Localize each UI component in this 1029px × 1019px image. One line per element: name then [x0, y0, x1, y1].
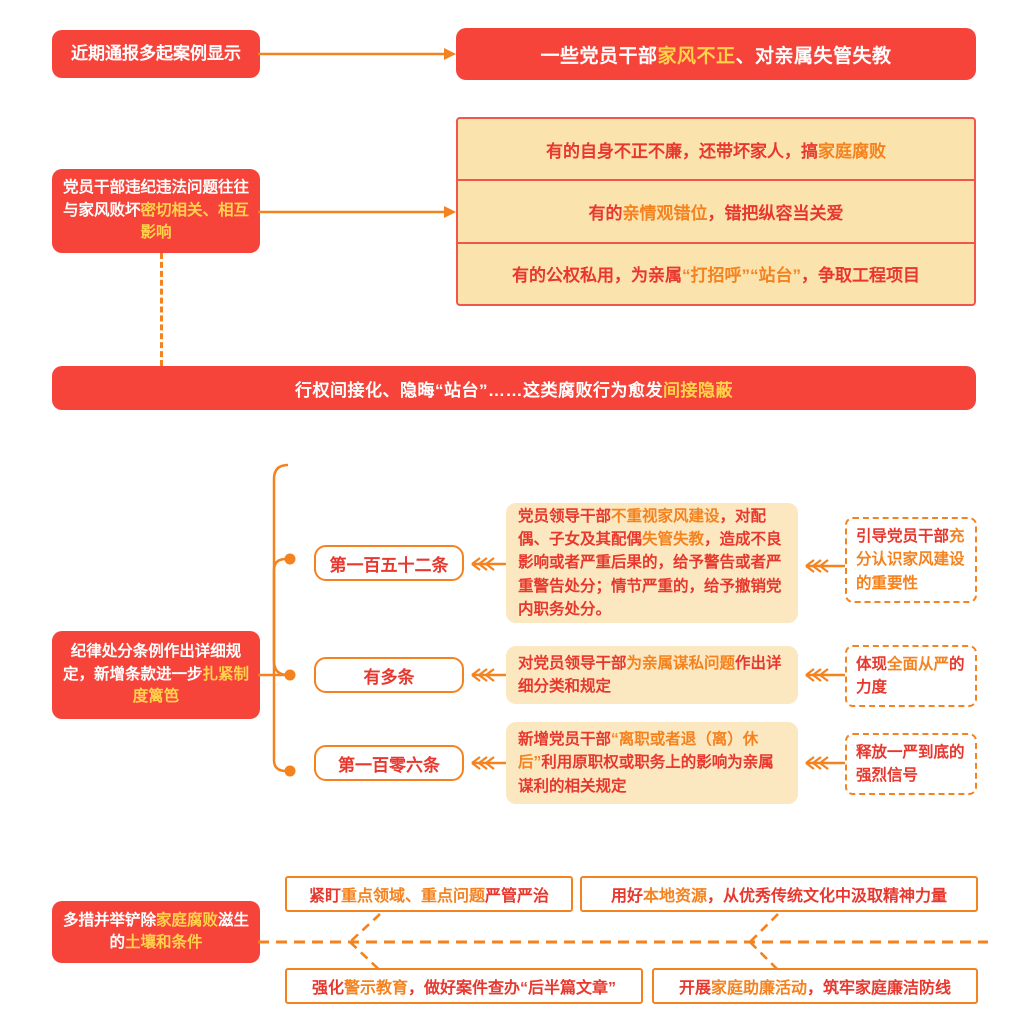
measures-root-hl2: 土壤和条件: [125, 934, 203, 951]
content-seg-hl: 不重视家风建设: [611, 507, 720, 525]
row-pre: 有的公权私用，为亲属: [512, 266, 682, 286]
cause-box: 党员干部违纪违法问题往往与家风败坏密切相关、相互影响: [52, 169, 260, 253]
branch-dot-icon: [284, 765, 296, 777]
measure-post: ，从优秀传统文化中汲取精神力量: [707, 888, 948, 905]
article-label: 第一百零六条: [338, 755, 440, 775]
measure-hl: 重点领域、重点问题: [340, 888, 485, 905]
article-box-1: 第一百五十二条: [314, 545, 464, 581]
measures-root-pre: 多措并举铲除: [62, 911, 156, 929]
row-highlight: 家庭腐败: [818, 141, 886, 161]
headline-post: 、对亲属失管失教: [735, 45, 892, 67]
row-highlight: 亲情观错位: [622, 203, 708, 223]
arrow-cause-to-table: [258, 202, 458, 222]
outcome-seg: 引导党员干部: [856, 528, 950, 546]
headline-highlight: 家风不正: [657, 45, 736, 67]
measure-pre: 强化: [311, 980, 344, 997]
regulation-content-1: 党员领导干部不重视家风建设，对配偶、子女及其配偶失管失教，造成不良影响或者严重后…: [506, 503, 798, 623]
content-seg: 新增党员干部: [518, 731, 612, 749]
outcome-seg-hl: 全面从严: [887, 655, 950, 673]
content-seg-hl: 为亲属谋私问题: [626, 654, 736, 672]
content-seg: 作出详细分类和规定: [518, 654, 782, 695]
arrow-outcome-to-content-3: [798, 754, 850, 772]
outcome-seg: 体现: [856, 655, 888, 673]
content-seg: 利用原职权或职务上的影响为亲属谋利的相关规定: [518, 754, 774, 795]
summary-pre: 行权间接化、隐晦“站台”……这类腐败行为愈发: [295, 380, 663, 400]
arrow-outcome-to-content-1: [798, 557, 850, 575]
regulation-root-pre: 纪律处分条例作出详细规定，新增条款进一步: [62, 643, 242, 683]
outcome-box-2: 体现全面从严的力度: [845, 645, 977, 707]
row-post: ，争取工程项目: [801, 266, 920, 286]
table-row: 有的亲情观错位，错把纵容当关爱: [458, 181, 974, 244]
source-label-text: 近期通报多起案例显示: [71, 43, 241, 63]
measure-pre: 用好: [610, 888, 643, 905]
measure-pre: 开展: [678, 980, 711, 997]
arrow-source-to-headline: [258, 44, 458, 64]
content-seg-hl: 失管失教: [642, 531, 705, 549]
branch-tree-connector: [258, 463, 330, 780]
measure-box-1: 紧盯重点领域、重点问题严管严治: [285, 876, 573, 912]
outcome-box-1: 引导党员干部充分认识家风建设的重要性: [845, 517, 977, 603]
summary-highlight: 间接隐蔽: [663, 380, 733, 400]
article-label: 有多条: [363, 667, 415, 687]
measure-pre: 紧盯: [308, 888, 341, 905]
measure-hl: 警示教育: [343, 980, 408, 997]
headline-banner: 一些党员干部家风不正、对亲属失管失教: [456, 28, 976, 80]
dashed-connector-cause-to-summary: [160, 253, 163, 366]
measure-hl: 家庭助廉活动: [710, 980, 807, 997]
triple-chevron-left-icon: [471, 756, 495, 770]
content-seg: ，造成不良影响或者严重后果的，给予警告或者严重警告处分；情节严重的，给予撤销党内…: [518, 531, 782, 618]
row-pre: 有的自身不正不廉，还带坏家人，搞: [546, 141, 818, 161]
outcome-seg: 释放一严到底的强烈信号: [856, 743, 965, 784]
measure-hl: 本地资源: [642, 888, 707, 905]
measure-box-2: 用好本地资源，从优秀传统文化中汲取精神力量: [580, 876, 978, 912]
cause-pre: 党员干部违纪违法问题往往与家风败坏: [62, 179, 249, 219]
triple-chevron-left-icon: [805, 668, 829, 682]
content-seg: 对党员领导干部: [518, 654, 627, 672]
outcome-seg-hl: 充分认识家风建设的重要性: [856, 528, 965, 592]
row-pre: 有的: [588, 203, 623, 223]
triple-chevron-left-icon: [471, 557, 495, 571]
measure-box-3: 强化警示教育，做好案件查办“后半篇文章”: [285, 968, 643, 1004]
table-row: 有的自身不正不廉，还带坏家人，搞家庭腐败: [458, 119, 974, 182]
behaviour-table: 有的自身不正不廉，还带坏家人，搞家庭腐败 有的亲情观错位，错把纵容当关爱 有的公…: [456, 117, 976, 306]
content-seg-hl: “离职或者退（离）休后”: [518, 731, 759, 772]
article-box-3: 第一百零六条: [314, 745, 464, 781]
row-highlight: “打招呼”“站台”: [682, 266, 801, 286]
article-label: 第一百五十二条: [329, 555, 449, 575]
measure-post: ，做好案件查办“后半篇文章”: [408, 980, 617, 997]
outcome-seg: 的力度: [856, 655, 965, 696]
row-post: ，错把纵容当关爱: [707, 203, 844, 223]
triple-chevron-left-icon: [805, 756, 829, 770]
measures-connector: [258, 913, 988, 980]
regulation-content-2: 对党员领导干部为亲属谋私问题作出详细分类和规定: [506, 646, 798, 704]
triple-chevron-left-icon: [471, 668, 495, 682]
measure-box-4: 开展家庭助廉活动，筑牢家庭廉洁防线: [652, 968, 978, 1004]
cause-highlight: 密切相关、相互影响: [140, 201, 250, 242]
content-seg: 党员领导干部: [518, 507, 612, 525]
outcome-box-3: 释放一严到底的强烈信号: [845, 733, 977, 795]
arrow-outcome-to-content-2: [798, 666, 850, 684]
measures-root-box: 多措并举铲除家庭腐败滋生的土壤和条件: [52, 901, 260, 963]
table-row: 有的公权私用，为亲属“打招呼”“站台”，争取工程项目: [458, 244, 974, 304]
measure-post: 严管严治: [485, 888, 550, 905]
source-label-box: 近期通报多起案例显示: [52, 30, 260, 78]
measures-root-hl1: 家庭腐败: [155, 911, 218, 929]
triple-chevron-left-icon: [805, 559, 829, 573]
regulation-root-box: 纪律处分条例作出详细规定，新增条款进一步扎紧制度篱笆: [52, 631, 260, 719]
measure-post: ，筑牢家庭廉洁防线: [807, 980, 952, 997]
content-seg: ，对配偶、子女及其配偶: [518, 507, 767, 549]
regulation-root-highlight: 扎紧制度篱笆: [132, 665, 250, 706]
article-box-2: 有多条: [314, 657, 464, 693]
branch-dot-icon: [284, 669, 296, 681]
headline-pre: 一些党员干部: [540, 45, 658, 67]
summary-banner: 行权间接化、隐晦“站台”……这类腐败行为愈发间接隐蔽: [52, 366, 976, 410]
regulation-content-3: 新增党员干部“离职或者退（离）休后”利用原职权或职务上的影响为亲属谋利的相关规定: [506, 722, 798, 804]
branch-dot-icon: [284, 553, 296, 565]
measures-root-mid: 滋生的: [109, 911, 250, 951]
